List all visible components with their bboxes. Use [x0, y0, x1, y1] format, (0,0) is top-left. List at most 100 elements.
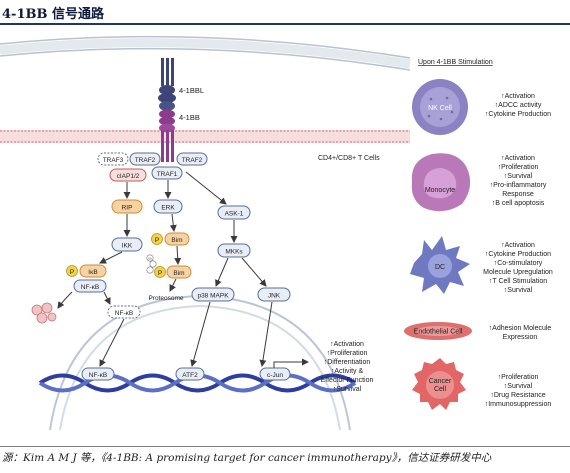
svg-text:MKKs: MKKs: [225, 249, 243, 256]
receptor-label: 4-1BB: [179, 113, 200, 122]
svg-text:↑Activation: ↑Activation: [501, 242, 535, 249]
endothelial-effects: ↑Adhesion Molecule Expression: [489, 325, 552, 341]
svg-text:↑T Cell Stimulation: ↑T Cell Stimulation: [489, 278, 547, 285]
svg-text:↑Pro-inflammatory: ↑Pro-inflammatory: [490, 182, 547, 189]
header-rule: [0, 23, 570, 25]
nk-cell: NK Cell: [412, 79, 468, 135]
svg-text:P: P: [70, 269, 74, 276]
stimulation-title: Upon 4-1BB Stimulation: [418, 59, 493, 66]
svg-text:↑Activation: ↑Activation: [330, 341, 364, 348]
node-p38-mapk: p38 MAPK: [191, 287, 235, 302]
svg-text:↑ADCC activity: ↑ADCC activity: [495, 102, 542, 109]
svg-text:↑Co-stimulatory: ↑Co-stimulatory: [494, 260, 543, 267]
svg-text:Response: Response: [502, 191, 534, 198]
svg-text:↑Adhesion Molecule: ↑Adhesion Molecule: [489, 325, 552, 332]
svg-text:P: P: [155, 237, 159, 244]
node-bim-1: P Bim: [151, 232, 190, 246]
node-traf2-left: TRAF2: [129, 152, 161, 166]
node-ikb: P IκB: [66, 264, 107, 278]
svg-text:↑Activation: ↑Activation: [501, 155, 535, 162]
tcell-membrane: [0, 130, 410, 143]
svg-text:↑Differentiation: ↑Differentiation: [324, 359, 371, 366]
svg-text:TRAF3: TRAF3: [103, 157, 124, 164]
svg-text:p38 MAPK: p38 MAPK: [197, 293, 229, 300]
svg-text:ASK-1: ASK-1: [225, 211, 244, 218]
svg-text:↑Survival: ↑Survival: [504, 173, 533, 180]
svg-text:↑Cytokine Production: ↑Cytokine Production: [485, 111, 551, 118]
cancer-cell-effects: ↑Proliferation ↑Survival ↑Drug Resistanc…: [485, 374, 552, 408]
svg-text:NF-κB: NF-κB: [115, 310, 133, 317]
svg-text:NF-κB: NF-κB: [81, 284, 99, 291]
node-nfkb-dna: NF-κB: [81, 367, 115, 381]
node-cjun: c-Jun: [259, 367, 291, 381]
svg-text:DC: DC: [435, 264, 445, 271]
ligand-label: 4-1BBL: [179, 86, 204, 95]
page-title: 4-1BB 信号通路: [2, 7, 104, 22]
svg-text:Bim: Bim: [171, 237, 182, 244]
node-traf1: TRAF1: [151, 166, 183, 180]
svg-text:NF-κB: NF-κB: [89, 372, 107, 379]
svg-text:JNK: JNK: [268, 293, 281, 300]
node-ciap: cIAP1/2: [109, 168, 147, 182]
svg-text:Ub: Ub: [148, 257, 152, 261]
source-note: 源：Kim A M J 等，《4-1BB: A promising target…: [2, 452, 492, 464]
svg-text:Expression: Expression: [503, 334, 538, 341]
endothelial-cell: Endothelial Cell: [404, 322, 472, 340]
receptor-4-1bb: [159, 109, 175, 162]
svg-text:↑Proliferation: ↑Proliferation: [498, 164, 539, 171]
tcell-outcomes: ↑Activation ↑Proliferation ↑Differentiat…: [321, 341, 374, 393]
svg-text:TRAF2: TRAF2: [135, 157, 156, 164]
node-mkks: MKKs: [217, 243, 251, 258]
apc-membrane: [0, 35, 411, 71]
svg-text:Monocyte: Monocyte: [425, 187, 455, 194]
svg-text:↑Drug Resistance: ↑Drug Resistance: [490, 392, 545, 399]
svg-text:TRAF2: TRAF2: [182, 157, 203, 164]
svg-text:↑Survival: ↑Survival: [504, 287, 533, 294]
footer-rule: [0, 446, 570, 447]
node-rip: RIP: [111, 199, 143, 214]
header: 4-1BB 信号通路: [0, 0, 570, 25]
nucleus: [49, 294, 351, 431]
ligand-4-1bbl: [158, 58, 176, 111]
svg-text:Molecule Upregulation: Molecule Upregulation: [483, 269, 553, 276]
svg-text:↑Immunosuppression: ↑Immunosuppression: [485, 401, 552, 408]
svg-text:P: P: [158, 270, 162, 277]
monocyte-cell: Monocyte: [411, 153, 471, 212]
svg-text:↑Survival: ↑Survival: [333, 386, 362, 393]
svg-text:IKK: IKK: [122, 243, 133, 250]
dc-effects: ↑Activation ↑Cytokine Production ↑Co-sti…: [483, 242, 553, 294]
svg-text:↑Proliferation: ↑Proliferation: [327, 350, 368, 357]
svg-text:↑Activation: ↑Activation: [501, 93, 535, 100]
cell-type-label: CD4+/CD8+ T Cells: [318, 155, 380, 162]
cancer-cell: Cancer Cell: [412, 358, 466, 410]
svg-text:↑Survival: ↑Survival: [504, 383, 533, 390]
svg-text:ATF2: ATF2: [182, 372, 198, 379]
node-nfkb-cytoplasm: NF-κB: [73, 279, 107, 293]
svg-text:↑Proliferation: ↑Proliferation: [498, 374, 539, 381]
svg-text:↑B cell apoptosis: ↑B cell apoptosis: [492, 200, 545, 207]
node-nfkb-nuclear: NF-κB: [107, 305, 141, 319]
svg-text:↑Cytokine Production: ↑Cytokine Production: [485, 251, 551, 258]
node-traf2-right: TRAF2: [176, 152, 208, 166]
proteosome-label: Proteosome: [148, 295, 183, 302]
node-jnk: JNK: [257, 287, 291, 302]
svg-text:Endothelial Cell: Endothelial Cell: [414, 329, 463, 336]
node-atf2: ATF2: [175, 367, 205, 381]
svg-text:↑Activity &: ↑Activity &: [331, 368, 364, 375]
svg-text:ERK: ERK: [161, 205, 175, 212]
svg-text:c-Jun: c-Jun: [267, 372, 283, 379]
svg-text:Cell: Cell: [434, 386, 447, 393]
svg-text:Cancer: Cancer: [429, 378, 452, 385]
pathway-arrows: [57, 171, 309, 368]
svg-text:NK Cell: NK Cell: [428, 105, 452, 112]
node-traf3: TRAF3: [97, 152, 129, 166]
svg-text:Effector Function: Effector Function: [321, 377, 374, 384]
svg-text:cIAP1/2: cIAP1/2: [117, 173, 140, 180]
svg-text:IκB: IκB: [88, 269, 97, 276]
ubiquitin-chain: Ub: [146, 254, 157, 274]
svg-text:RIP: RIP: [122, 205, 133, 212]
nk-cell-effects: ↑Activation ↑ADCC activity ↑Cytokine Pro…: [485, 93, 551, 118]
dc-cell: DC: [410, 236, 470, 294]
